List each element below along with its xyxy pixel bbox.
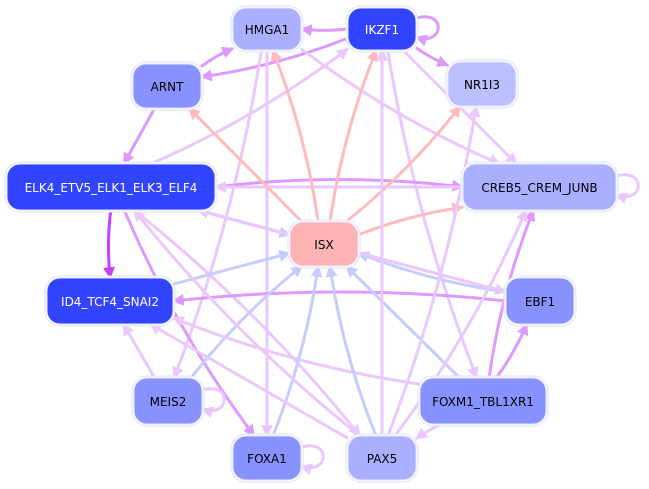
edge-foxa1-to-isx xyxy=(271,264,323,437)
node-box xyxy=(132,63,202,109)
edge-ikzf1-to-ikzf1 xyxy=(413,15,440,47)
edge-ebf1-to-id4 xyxy=(171,290,507,306)
node-label: EBF1 xyxy=(525,295,555,309)
edge-isx-to-hmga1 xyxy=(270,48,320,223)
node-label: ELK4_ETV5_ELK1_ELK3_ELF4 xyxy=(25,181,198,195)
node-box xyxy=(347,7,417,51)
node-creb5[interactable]: CREB5_CREM_JUNB xyxy=(460,161,619,213)
edge-isx-to-creb5 xyxy=(357,202,465,237)
edge-id4-to-isx xyxy=(172,250,292,286)
node-box xyxy=(447,61,517,107)
node-box xyxy=(133,377,203,425)
node-foxa1[interactable]: FOXA1 xyxy=(230,433,304,483)
edge-elk4-to-pax5 xyxy=(133,208,362,437)
edge-elk4-to-ikzf1 xyxy=(149,47,349,166)
node-box xyxy=(6,163,216,211)
node-foxm1[interactable]: FOXM1_TBL1XR1 xyxy=(417,375,549,427)
edge-arnt-to-elk4 xyxy=(122,107,157,166)
node-ikzf1[interactable]: IKZF1 xyxy=(345,5,419,53)
node-box xyxy=(232,435,302,481)
node-label: FOXA1 xyxy=(247,452,287,466)
node-label: HMGA1 xyxy=(245,23,290,37)
edge-isx-to-ikzf1 xyxy=(328,48,378,223)
node-box xyxy=(462,163,617,211)
node-label: IKZF1 xyxy=(365,23,399,37)
edge-elk4-to-creb5 xyxy=(214,178,465,192)
edge-pax5-to-creb5 xyxy=(393,208,528,437)
node-ebf1[interactable]: EBF1 xyxy=(503,275,577,327)
edge-isx-to-arnt xyxy=(187,106,304,224)
edge-meis2-to-meis2 xyxy=(199,387,226,419)
node-meis2[interactable]: MEIS2 xyxy=(131,375,205,427)
edge-creb5-to-creb5 xyxy=(613,173,640,205)
edge-isx-to-nr1i3 xyxy=(344,105,462,224)
node-label: ID4_TCF4_SNAI2 xyxy=(61,295,159,309)
edge-pax5-to-isx xyxy=(325,264,378,437)
edges-layer xyxy=(103,15,640,476)
edge-meis2-to-id4 xyxy=(122,322,156,379)
edge-foxm1-to-isx xyxy=(345,264,461,380)
node-label: MEIS2 xyxy=(150,395,187,409)
node-pax5[interactable]: PAX5 xyxy=(345,433,419,483)
node-label: PAX5 xyxy=(367,452,398,466)
edge-foxm1-to-ebf1 xyxy=(494,322,529,379)
edge-ikzf1-to-nr1i3 xyxy=(415,46,450,67)
node-box xyxy=(505,277,575,325)
node-label: NR1I3 xyxy=(464,78,500,92)
node-box xyxy=(46,277,174,325)
edge-elk4-to-id4 xyxy=(103,209,115,280)
node-label: ISX xyxy=(314,238,333,252)
node-elk4[interactable]: ELK4_ETV5_ELK1_ELK3_ELF4 xyxy=(4,161,218,213)
node-label: FOXM1_TBL1XR1 xyxy=(432,395,534,409)
node-box xyxy=(419,377,547,425)
node-hmga1[interactable]: HMGA1 xyxy=(230,5,304,53)
edge-arnt-to-hmga1 xyxy=(200,46,235,68)
edge-meis2-to-isx xyxy=(189,264,304,379)
node-arnt[interactable]: ARNT xyxy=(130,61,204,111)
node-id4[interactable]: ID4_TCF4_SNAI2 xyxy=(44,275,176,327)
edge-foxm1-to-id4 xyxy=(171,316,421,386)
edge-pax5-to-nr1i3 xyxy=(386,104,481,437)
node-label: CREB5_CREM_JUNB xyxy=(481,181,597,195)
node-box xyxy=(232,7,302,51)
edge-pax5-to-elk4 xyxy=(132,209,361,438)
node-isx[interactable]: ISX xyxy=(287,219,361,269)
edge-ikzf1-to-hmga1 xyxy=(299,24,349,37)
edge-pax5-to-id4 xyxy=(148,322,349,440)
node-label: ARNT xyxy=(151,80,185,94)
node-box xyxy=(289,221,359,267)
edge-foxa1-to-foxa1 xyxy=(298,444,325,476)
node-box xyxy=(347,435,417,481)
node-nr1i3[interactable]: NR1I3 xyxy=(445,59,519,109)
